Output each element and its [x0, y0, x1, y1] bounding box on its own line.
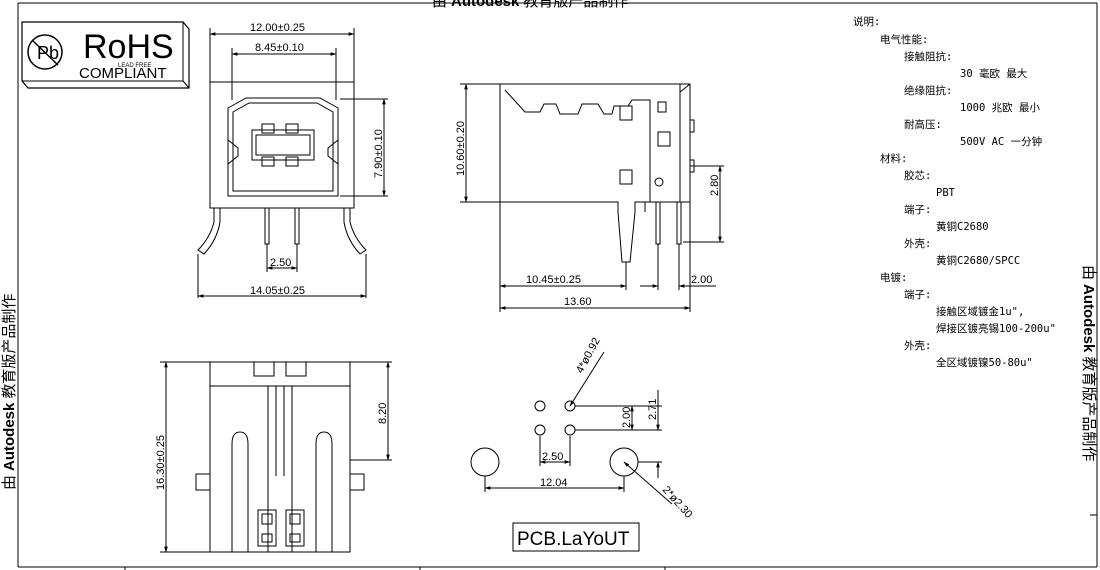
svg-text:2.71: 2.71: [647, 399, 659, 420]
svg-text:外壳:: 外壳:: [904, 339, 931, 352]
spec-notes: 说明: 电气性能: 接触阻抗: 30 毫欧 最大 绝缘阻抗: 1000 兆欧 最…: [853, 15, 1056, 369]
svg-text:10.60±0.20: 10.60±0.20: [455, 121, 467, 176]
svg-text:10.45±0.25: 10.45±0.25: [526, 274, 581, 286]
rohs-badge: Pb RoHS LEAD FREE COMPLIANT: [21, 21, 190, 89]
svg-text:电气性能:: 电气性能:: [880, 33, 928, 46]
bottom-view: [160, 361, 392, 553]
svg-text:全区域镀镍50-80u": 全区域镀镍50-80u": [936, 356, 1033, 369]
svg-text:2.50: 2.50: [270, 257, 291, 269]
pcb-layout-label: PCB.LaYoUT: [517, 529, 630, 550]
svg-text:PBT: PBT: [936, 187, 956, 199]
watermark-right: 由Autodesk教育版产品制作: [1080, 265, 1097, 461]
svg-text:电镀:: 电镀:: [880, 271, 907, 284]
svg-text:端子:: 端子:: [904, 203, 931, 216]
svg-text:耐高压:: 耐高压:: [904, 118, 942, 131]
notes-title: 说明:: [853, 15, 880, 28]
svg-text:2.00: 2.00: [621, 407, 633, 428]
pb-free-icon: Pb: [27, 34, 63, 70]
svg-text:8.45±0.10: 8.45±0.10: [255, 42, 304, 54]
svg-text:2.00: 2.00: [691, 274, 712, 286]
bottom-view-dims: 16.30±0.25 8.20: [155, 403, 389, 490]
svg-text:黄铜C2680/SPCC: 黄铜C2680/SPCC: [936, 254, 1020, 267]
svg-text:2*ø2.30: 2*ø2.30: [660, 484, 695, 521]
svg-text:2.80: 2.80: [709, 175, 721, 196]
svg-text:500V AC 一分钟: 500V AC 一分钟: [960, 135, 1042, 148]
svg-text:接触区域镀金1u",: 接触区域镀金1u",: [936, 305, 1024, 318]
svg-text:端子:: 端子:: [904, 288, 931, 301]
svg-text:8.20: 8.20: [377, 403, 389, 424]
watermark-left: 由Autodesk教育版产品制作: [1, 294, 18, 490]
svg-text:30 毫欧 最大: 30 毫欧 最大: [960, 67, 1028, 80]
side-view: [460, 83, 724, 312]
front-view-dims: 12.00±0.25 8.45±0.10 7.90±0.10 2.50 14.0…: [250, 22, 385, 297]
svg-text:外壳:: 外壳:: [904, 237, 931, 250]
svg-text:1000 兆欧 最小: 1000 兆欧 最小: [960, 102, 1040, 114]
drawing-frame: [17, 2, 1098, 570]
svg-text:16.30±0.25: 16.30±0.25: [155, 435, 167, 490]
svg-text:14.05±0.25: 14.05±0.25: [250, 285, 305, 297]
svg-text:13.60: 13.60: [564, 296, 592, 308]
svg-text:胶芯:: 胶芯:: [904, 169, 931, 182]
svg-text:12.00±0.25: 12.00±0.25: [250, 22, 305, 34]
rohs-title: RoHS: [83, 28, 174, 66]
svg-text:2.50: 2.50: [542, 451, 563, 463]
pcb-layout: [470, 351, 673, 552]
pcb-layout-dims: 4*ø0.92 2.00 2.71 2.50 12.04 2*ø2.30 PCB…: [517, 336, 694, 550]
svg-text:接触阻抗:: 接触阻抗:: [904, 50, 952, 63]
rohs-compliant: COMPLIANT: [79, 65, 167, 82]
svg-text:焊接区镀亮锡100-200u": 焊接区镀亮锡100-200u": [936, 322, 1056, 335]
svg-text:4*ø0.92: 4*ø0.92: [574, 336, 603, 376]
svg-text:绝缘阻抗:: 绝缘阻抗:: [904, 84, 952, 97]
side-view-dims: 10.60±0.20 2.80 10.45±0.25 2.00 13.60: [455, 121, 721, 308]
svg-text:Pb: Pb: [37, 43, 59, 63]
svg-text:材料:: 材料:: [880, 152, 907, 165]
rohs-lead-free: LEAD FREE: [118, 63, 151, 69]
svg-text:7.90±0.10: 7.90±0.10: [373, 129, 385, 178]
svg-text:12.04: 12.04: [540, 477, 568, 489]
svg-text:黄铜C2680: 黄铜C2680: [936, 220, 989, 233]
front-view: [197, 28, 388, 298]
